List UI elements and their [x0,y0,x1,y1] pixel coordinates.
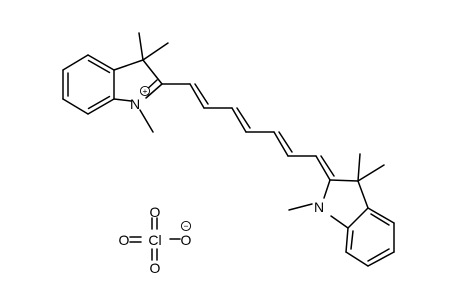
bond [189,83,205,109]
bond [113,59,144,71]
oxygen-top-label: O [150,204,161,220]
bond [62,98,89,115]
chlorine-label: Cl [148,232,161,248]
bond [62,54,89,71]
bond [142,42,169,61]
bond [367,251,395,267]
bond [323,179,331,199]
bond [367,248,390,262]
bond [357,164,385,182]
oxygen-bottom-label: O [150,260,161,276]
bond [315,155,331,181]
bond [347,207,369,229]
bond [330,215,349,229]
bond [357,180,369,209]
polymethine-chain [161,83,335,181]
bond [320,155,335,177]
bond [350,230,354,250]
bond [139,109,154,133]
bond [194,83,209,105]
n-atom-label: N [314,199,324,215]
bond [329,179,359,182]
bond [87,95,111,110]
oxygen-right-label: O [181,232,192,248]
positive-charge-icon [139,85,151,97]
bond [142,59,163,85]
negative-charge-sign: − [184,221,189,231]
bond [345,251,369,267]
n-plus-atom-label: N [130,96,140,112]
bond [113,98,132,102]
bond [357,153,361,182]
bond [367,207,395,224]
bond [288,203,313,211]
bond [236,107,251,129]
bond [231,107,247,133]
positive-charge-sign: + [143,86,148,96]
left-indolium-group [62,32,169,133]
negative-charge-icon [180,220,192,232]
right-indoline-group [288,153,395,267]
bond [87,59,111,74]
bond [278,131,293,153]
bond [138,32,144,61]
bond [87,98,115,115]
bond [273,131,289,157]
oxygen-left-label: O [119,232,130,248]
perchlorate-group [129,217,181,261]
bond [87,54,115,71]
bond [145,83,163,99]
bond [345,227,349,253]
bond [370,213,390,226]
